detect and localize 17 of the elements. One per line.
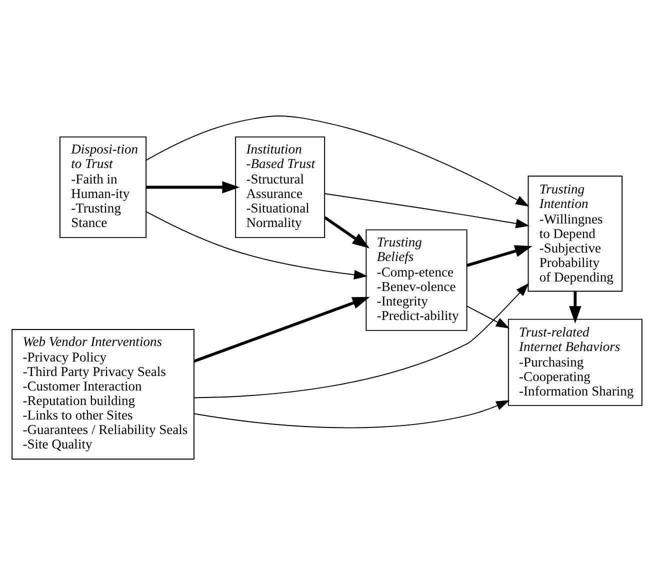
node-box: Trusting Beliefs -Comp-etence -Benev-olence -Integrity -Predict-ability [366, 229, 468, 331]
node-box: Institution -Based Trust -Structural Assurance -Situational Normality [235, 136, 326, 238]
arrow [194, 296, 370, 363]
arrow [324, 193, 530, 228]
node-box: Disposi-tion to Trust -Faith in Human-ity -Trusting Stance [59, 136, 147, 238]
arrow [466, 306, 510, 328]
arrow [146, 115, 530, 207]
arrow [146, 181, 240, 194]
arrow [194, 283, 529, 398]
arrow [194, 400, 510, 428]
node-box: Trust-related Internet Behaviors -Purchasing -Cooperating -Information Sharing [508, 318, 642, 406]
node-box: Web Vendor Interventions -Privacy Policy -Third Party Privacy Seals -Customer Interaction -Reputation building -Links to other Sites -Guarantees / Reliability Seals -Site Quality [12, 329, 194, 460]
arrow [569, 291, 582, 324]
node-box: Trusting Intention -Willingnes to Depend -Subjective Probability of Depending [528, 176, 623, 292]
arrow [146, 211, 368, 280]
arrow [466, 245, 532, 267]
arrow [324, 216, 370, 248]
